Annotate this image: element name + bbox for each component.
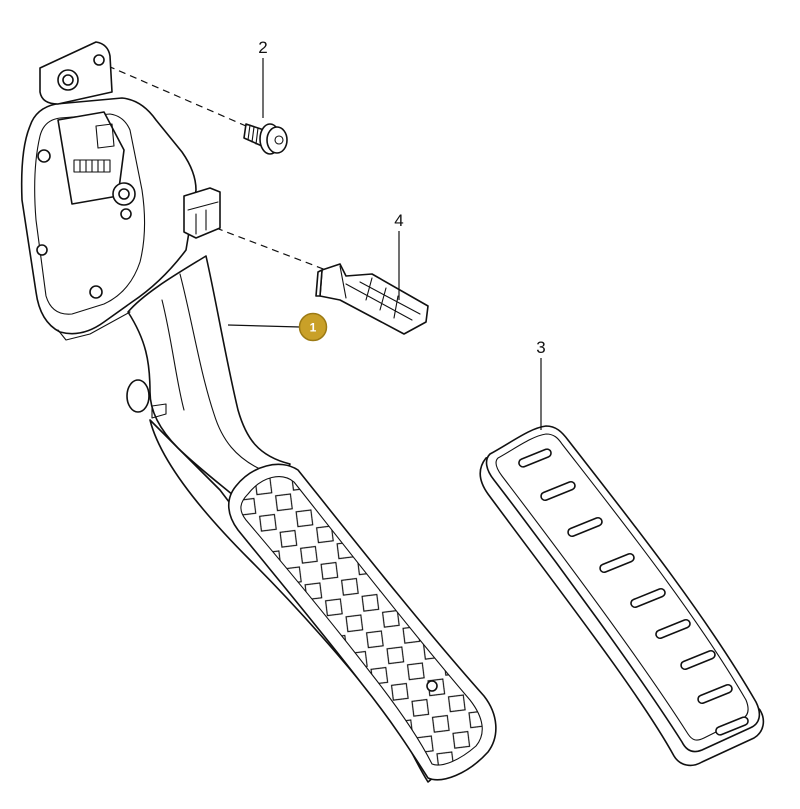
housing-screw-4 (36, 244, 48, 256)
pedal-pad-diamond-grip (240, 476, 483, 766)
callout-badge-circle[interactable] (298, 312, 328, 342)
housing-inner-face (34, 113, 146, 315)
bolt-threads (247, 124, 259, 145)
bolt-head (266, 126, 288, 154)
callout-part-2[interactable]: 2 (258, 38, 267, 57)
housing-screw-5 (89, 285, 103, 299)
callout-part-1[interactable]: 1 (310, 321, 317, 335)
clip-ribs (345, 277, 421, 321)
clip-assembly-line (215, 227, 327, 271)
pedal-pivot-knob (126, 379, 150, 413)
pad-cover-slots (518, 448, 749, 736)
leader-lines (227, 58, 542, 430)
pad-cover-slot (680, 649, 716, 671)
callout-part-4[interactable]: 4 (394, 211, 403, 230)
clip-side-hook (339, 265, 347, 299)
connector-pins (79, 159, 105, 173)
bolt (243, 123, 288, 155)
mounting-hole-small (93, 54, 105, 66)
pad-cover-slot (518, 448, 552, 468)
pedal-arm-ridge (179, 273, 263, 471)
leader-line-1 (227, 324, 301, 328)
pedal-pad-hole (426, 680, 438, 692)
pad-cover-rim (495, 433, 749, 741)
bolt-assembly-line (107, 65, 247, 127)
mounting-hole-inner (62, 74, 74, 86)
housing-lower-flange (57, 311, 131, 341)
pad-cover-slot (715, 716, 749, 736)
pedal-arm-edge (161, 299, 185, 411)
clip-front-tab (315, 269, 323, 297)
connector-latch (95, 123, 115, 149)
bolt-head-recess (274, 135, 284, 145)
pad-cover-slot (540, 480, 576, 502)
pedal-pad-cover (479, 425, 765, 767)
retaining-clip (315, 263, 429, 335)
side-connector (183, 187, 221, 239)
pad-cover-slot (655, 618, 691, 640)
housing-screw-2-inner (118, 188, 130, 200)
pad-cover-top-face (485, 425, 761, 753)
pad-cover-slot (567, 516, 603, 538)
housing-screw-1 (37, 149, 51, 163)
pedal-arm (127, 255, 291, 521)
pad-cover-slot (630, 587, 666, 609)
pad-cover-slot (599, 552, 635, 574)
pad-cover-slot (697, 683, 733, 705)
sensor-connector-face (57, 111, 125, 205)
housing-screw-3 (120, 208, 132, 220)
pedal-pad-grip-border (240, 476, 483, 766)
side-connector-detail (187, 201, 219, 235)
pedal-arm-clip (151, 403, 167, 419)
pedal-assembly (20, 41, 497, 783)
assembly-lines (107, 65, 327, 271)
callout-part-3[interactable]: 3 (536, 338, 545, 357)
callout-part-1-badge[interactable]: 1 (298, 312, 328, 342)
